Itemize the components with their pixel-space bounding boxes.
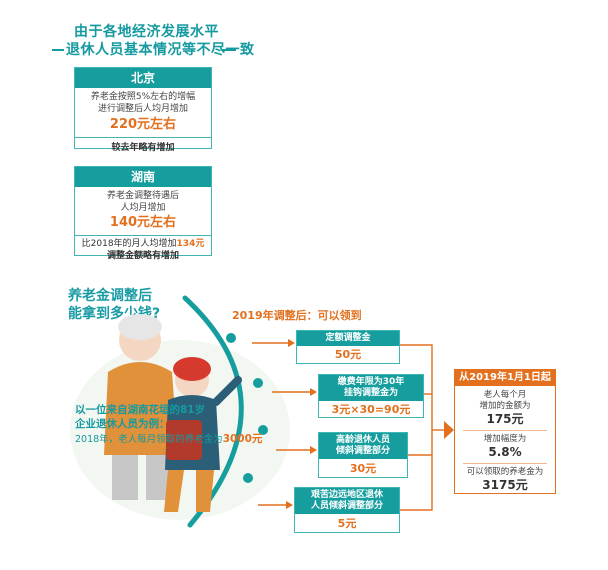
- item-value-remote: 5元: [337, 517, 357, 530]
- hunan-desc-line2: 人均月增加: [120, 203, 166, 213]
- example-line2: 企业退休人员为例：: [75, 418, 170, 430]
- beijing-note: 较去年略有增加: [111, 143, 175, 153]
- item-title-fixed: 定额调整金: [297, 331, 399, 346]
- item-box-age: 高龄退休人员 倾斜调整部分 30元: [318, 432, 408, 478]
- hunan-desc-line1: 养老金调整待遇后: [106, 191, 179, 201]
- example-line3: 2018年，老人每月领取的养老金为3000元: [75, 433, 262, 446]
- hunan-card: 湖南 养老金调整待遇后 人均月增加 140元左右 比2018年的月人均增加134…: [74, 166, 212, 261]
- bracket-top: [400, 344, 433, 430]
- heading-dash-right: [222, 49, 236, 51]
- arrowhead-2: [310, 388, 317, 396]
- summary-box: 从2019年1月1日起 老人每个月 增加的金额为 175元 增加幅度为 5.8%…: [454, 369, 556, 494]
- example-pension-2018: 3000元: [222, 433, 263, 445]
- item-value-contribution: 3元×30=90元: [331, 403, 411, 416]
- summary-divider-1: [463, 430, 547, 431]
- hunan-note-line2: 调整金额略有增加: [106, 251, 179, 261]
- hunan-title: 湖南: [75, 167, 211, 187]
- hunan-amount: 140元左右: [109, 215, 177, 230]
- elderly-couple-illustration: [104, 314, 242, 512]
- arc-dot-1: [226, 333, 236, 343]
- headline-line2: 退休人员基本情况等不尽一致: [66, 42, 255, 58]
- hunan-note-line1: 比2018年的月人均增加134元: [75, 238, 211, 250]
- question-line1: 养老金调整后: [68, 288, 152, 304]
- summary-arrowhead: [444, 421, 454, 439]
- arc-dot-4: [243, 473, 253, 483]
- item-box-remote: 艰苦边远地区退休 人员倾斜调整部分 5元: [294, 487, 400, 533]
- heading-dash-left: [52, 49, 64, 51]
- item-title-age: 高龄退休人员 倾斜调整部分: [319, 433, 407, 459]
- hunan-note-value: 134元: [176, 239, 205, 249]
- summary-label-total: 可以领取的养老金为: [466, 467, 544, 477]
- arrowhead-3: [310, 446, 317, 454]
- item-title-remote: 艰苦边远地区退休 人员倾斜调整部分: [295, 488, 399, 514]
- item-value-fixed: 50元: [334, 348, 362, 361]
- bracket-bottom: [400, 430, 433, 511]
- arrowhead-4: [286, 501, 293, 509]
- beijing-amount: 220元左右: [109, 117, 177, 132]
- beijing-title: 北京: [75, 68, 211, 88]
- arrowhead-1: [288, 339, 295, 347]
- summary-value-total: 3175元: [482, 478, 528, 492]
- summary-title: 从2019年1月1日起: [455, 370, 555, 386]
- item-box-fixed: 定额调整金 50元: [296, 330, 400, 364]
- item-value-age: 30元: [349, 462, 377, 475]
- arc-dot-2: [253, 378, 263, 388]
- beijing-divider: [75, 137, 211, 138]
- hunan-note-prefix: 比2018年的月人均增加: [81, 239, 177, 249]
- summary-label-increase: 老人每个月 增加的金额为: [479, 390, 531, 411]
- beijing-desc-line1: 养老金按照5%左右的增幅: [90, 92, 196, 102]
- beijing-card: 北京 养老金按照5%左右的增幅 进行调整后人均月增加 220元左右 较去年略有增…: [74, 67, 212, 153]
- beijing-desc-line2: 进行调整后人均月增加: [97, 104, 188, 114]
- item-title-contribution: 缴费年限为30年 挂钩调整金为: [319, 375, 423, 401]
- example-line3-prefix: 2018年，老人每月领取的养老金为: [75, 434, 223, 445]
- item-box-contribution: 缴费年限为30年 挂钩调整金为 3元×30=90元: [318, 374, 424, 418]
- arc-dot-3: [258, 425, 268, 435]
- headline-line1: 由于各地经济发展水平: [74, 24, 219, 40]
- flow-title: 2019年调整后：可以领到: [232, 309, 362, 322]
- summary-value-rate: 5.8%: [488, 445, 522, 459]
- teal-arc: [182, 295, 244, 528]
- summary-label-rate: 增加幅度为: [483, 434, 527, 444]
- summary-divider-2: [463, 463, 547, 464]
- hunan-divider: [75, 235, 211, 236]
- summary-value-increase: 175元: [486, 412, 524, 426]
- example-line1: 以一位来自湖南花垣的81岁: [75, 404, 206, 416]
